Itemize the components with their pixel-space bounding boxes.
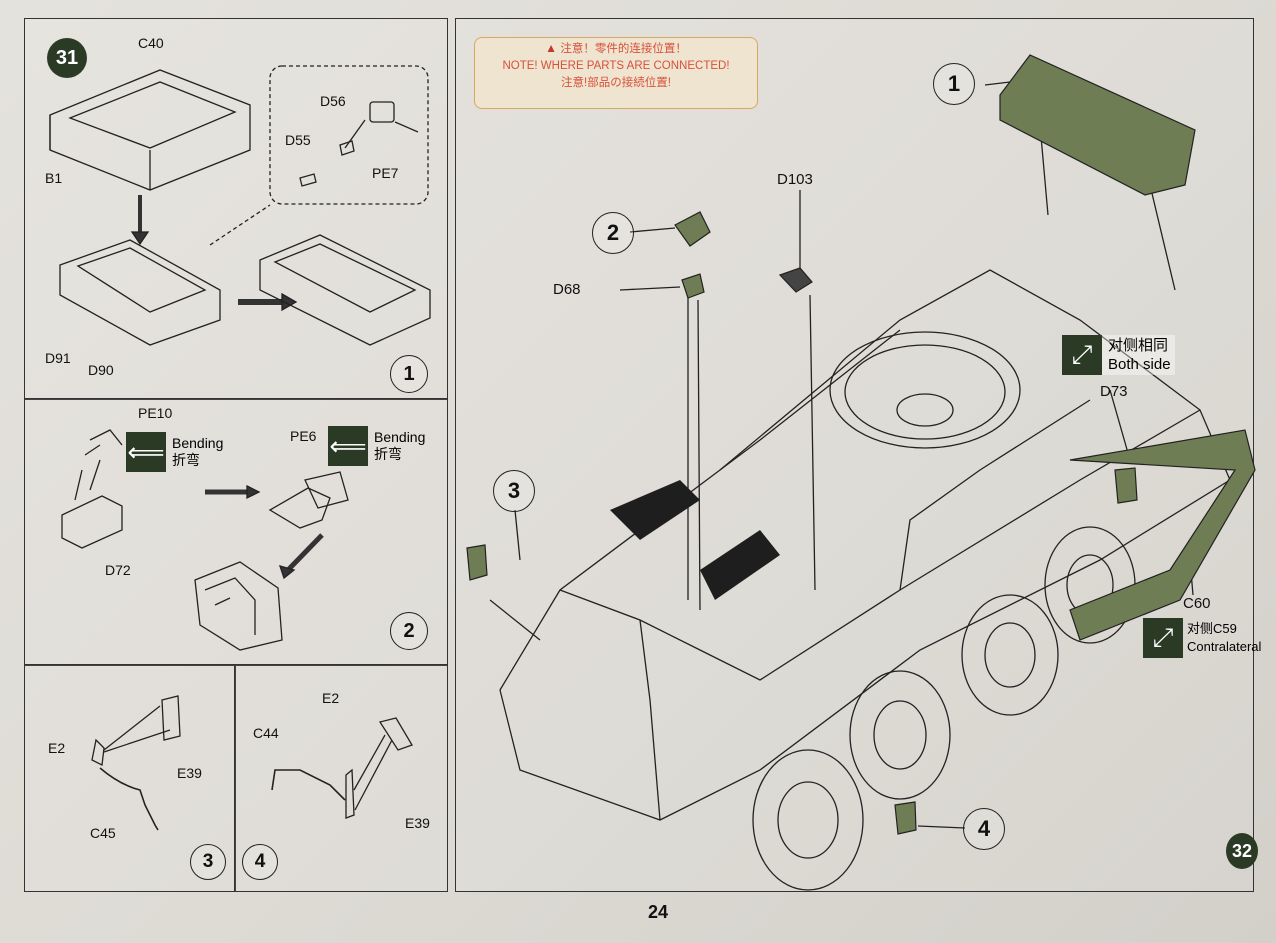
sub-callout-3: 3 <box>190 844 226 880</box>
label-d72: D72 <box>105 562 131 578</box>
warning-icon: ▲ <box>545 41 561 55</box>
label-d56: D56 <box>320 93 346 109</box>
bending-label-cn: 折弯 <box>374 446 402 462</box>
sub-callout-2: 2 <box>390 612 428 650</box>
label-c40: C40 <box>138 35 164 51</box>
contralateral-en: Contralateral <box>1187 639 1262 654</box>
label-pe10: PE10 <box>138 405 173 421</box>
contralateral-badge: ⤢ 对侧C59 Contralateral <box>1143 618 1261 658</box>
bending-label-en: Bending <box>172 435 224 451</box>
label-d91: D91 <box>45 350 71 366</box>
bending-badge-2: ⟸ Bending 折弯 <box>328 426 425 466</box>
label-d103: D103 <box>777 171 813 188</box>
connection-note: ▲ 注意！零件的连接位置！ NOTE! WHERE PARTS ARE CONN… <box>474 37 758 109</box>
sub-callout-4: 4 <box>242 844 278 880</box>
label-e39: E39 <box>405 815 430 831</box>
bending-label-cn: 折弯 <box>172 452 200 468</box>
label-b1: B1 <box>45 170 63 186</box>
both-side-cn: 对侧相同 <box>1108 337 1169 354</box>
label-e2: E2 <box>322 690 340 706</box>
label-pe7: PE7 <box>372 165 399 181</box>
bending-badge-1: ⟸ Bending 折弯 <box>126 432 223 472</box>
label-e39: E39 <box>177 765 202 781</box>
both-side-en: Both side <box>1108 356 1171 373</box>
both-side-badge: ⤢ 对侧相同 Both side <box>1062 335 1175 375</box>
green-tray-part <box>999 54 1196 196</box>
callout-4: 4 <box>963 808 1005 850</box>
contralateral-cn: 对侧C59 <box>1187 621 1237 636</box>
step-31-number: 31 <box>47 38 87 78</box>
step31-panel-1 <box>24 18 448 400</box>
callout-1: 1 <box>933 63 975 105</box>
label-d68: D68 <box>553 281 581 298</box>
green-side-rail <box>1069 429 1256 641</box>
step31-panel-2 <box>24 398 448 666</box>
note-jp: 注意!部品の接続位置! <box>561 77 671 89</box>
label-e2: E2 <box>48 740 66 756</box>
callout-2: 2 <box>592 212 634 254</box>
label-c60: C60 <box>1183 595 1211 612</box>
label-d73: D73 <box>1100 383 1128 400</box>
label-pe6: PE6 <box>290 428 317 444</box>
label-c44: C44 <box>253 725 279 741</box>
bending-label-en: Bending <box>374 429 426 445</box>
label-c45: C45 <box>90 825 116 841</box>
page-number: 24 <box>648 902 669 922</box>
callout-3: 3 <box>493 470 535 512</box>
step-32-number: 32 <box>1226 833 1258 869</box>
bending-icon: ⟸ <box>126 432 166 472</box>
bending-icon: ⟸ <box>328 426 368 466</box>
sub-callout-1: 1 <box>390 355 428 393</box>
mirror-arrow-icon: ⤢ <box>1062 335 1102 375</box>
mirror-arrow-icon: ⤢ <box>1143 618 1183 658</box>
label-d55: D55 <box>285 132 311 148</box>
label-d90: D90 <box>88 362 114 378</box>
note-cn: ▲ 注意！零件的连接位置！ <box>545 41 687 55</box>
note-en: NOTE! WHERE PARTS ARE CONNECTED! <box>502 60 730 72</box>
